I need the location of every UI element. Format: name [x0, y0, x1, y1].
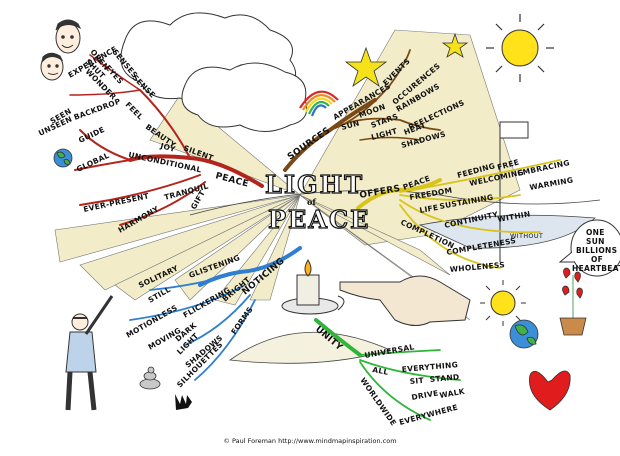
svg-text:LIFE: LIFE [419, 203, 439, 215]
svg-text:WALK: WALK [439, 387, 467, 400]
svg-text:JOY: JOY [159, 141, 177, 154]
landscape [189, 190, 601, 364]
speech-text: ONE SUN BILLIONS OF HEARTBEATS [572, 228, 620, 273]
title-line1: LIGHT [265, 170, 364, 199]
small-sun-icon [480, 280, 526, 326]
unity-items: UNIVERSAL ALL EVERYTHING SIT STAND WORLD… [358, 342, 466, 427]
pointing-hand [339, 275, 471, 326]
svg-text:WARMING: WARMING [529, 175, 574, 192]
svg-text:ONE: ONE [586, 228, 605, 237]
person-figure [65, 295, 114, 411]
svg-text:ALL: ALL [372, 365, 390, 377]
svg-text:STAND: STAND [429, 372, 459, 384]
svg-text:GLOBAL: GLOBAL [75, 151, 111, 174]
svg-text:WHOLENESS: WHOLENESS [449, 260, 505, 274]
svg-text:SUN: SUN [586, 237, 605, 246]
svg-text:EVER-PRESENT: EVER-PRESENT [83, 191, 151, 214]
svg-text:OF: OF [591, 255, 603, 264]
svg-text:EVERYTHING: EVERYTHING [401, 360, 458, 374]
star-icon [344, 32, 469, 88]
svg-text:GUIDE: GUIDE [77, 125, 106, 145]
rock-pile [139, 366, 161, 390]
svg-text:EVERYWHERE: EVERYWHERE [398, 403, 459, 427]
speech-bubble [558, 219, 620, 277]
clouds [120, 12, 308, 132]
svg-text:EMBRACING: EMBRACING [517, 158, 571, 178]
branch-unity [314, 318, 362, 357]
title-of: of [307, 197, 316, 207]
credit-line: © Paul Foreman http://www.mindmapinspira… [223, 437, 397, 445]
svg-text:HEARTBEATS: HEARTBEATS [572, 264, 620, 273]
branch-offers [356, 178, 442, 210]
branches [69, 49, 561, 421]
svg-text:DRIVE: DRIVE [411, 388, 439, 402]
central-title: LIGHT of PEACE [264, 169, 370, 234]
svg-text:FORMS: FORMS [229, 305, 255, 336]
sun-icon [486, 14, 554, 82]
hand-silhouette [175, 394, 192, 410]
heart-plant [559, 267, 587, 336]
svg-text:SIT: SIT [409, 376, 425, 386]
heart-icon [529, 370, 571, 411]
rainbow [299, 90, 339, 117]
face-icon [40, 19, 82, 81]
svg-text:FEEL: FEEL [124, 100, 145, 121]
candle-icon [281, 259, 345, 315]
globe-icon [53, 148, 539, 349]
title-line2: PEACE [268, 205, 370, 234]
svg-text:WITHOUT: WITHOUT [510, 232, 543, 240]
flag-icon [499, 121, 529, 262]
svg-text:BACKDROP: BACKDROP [73, 97, 122, 122]
svg-text:BILLIONS: BILLIONS [576, 246, 617, 255]
